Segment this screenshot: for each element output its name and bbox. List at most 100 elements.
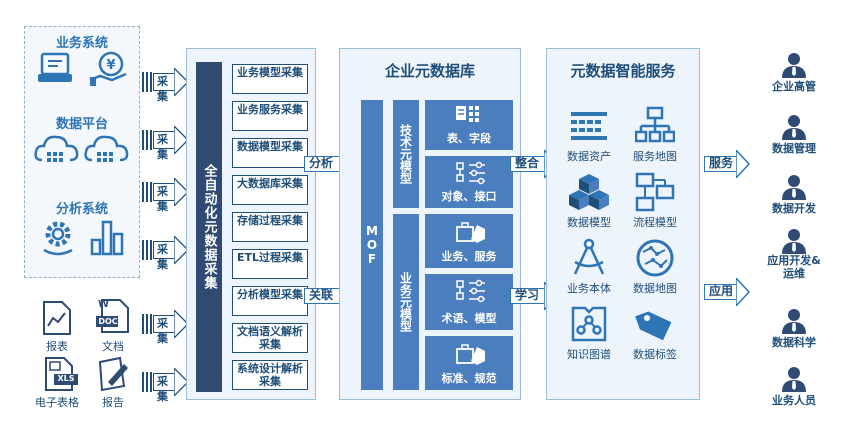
service-data-tag: 数据标签 (620, 304, 690, 362)
tile-table-field: 表、字段 (425, 100, 513, 150)
step-system-design-parsing: 系统设计解析采集 (232, 360, 308, 390)
data-asset-icon (571, 112, 607, 140)
group-title-data-platform: 数据平台 (55, 117, 108, 132)
knowledge-graph-icon (571, 306, 607, 342)
person-icon (782, 309, 806, 334)
person-icon (782, 175, 806, 200)
user-app-dev-ops: 应用开发&运维 (754, 228, 834, 280)
service-label: 业务本体 (567, 282, 611, 295)
service-label: 数据模型 (567, 216, 611, 229)
step-stored-procedure: 存储过程采集 (232, 212, 308, 242)
collect-arrow-1: 采集 (142, 68, 188, 103)
service-label: 数据标签 (633, 348, 677, 361)
person-icon (782, 115, 806, 140)
mof-bar: MOF (361, 100, 383, 390)
user-data-development: 数据开发 (754, 174, 834, 216)
tile-caption: 表、字段 (447, 132, 491, 145)
user-business-staff: 业务人员 (754, 366, 834, 408)
step-data-model: 数据模型采集 (232, 138, 308, 168)
step-etl-process: ETL过程采集 (232, 249, 308, 279)
service-service-map: 服务地图 (620, 106, 690, 164)
collect-label: 采集 (157, 75, 168, 103)
step-big-database: 大数据库采集 (232, 175, 308, 205)
xls-badge: XLS (57, 374, 75, 383)
tile-caption: 术语、模型 (441, 312, 497, 325)
user-data-science: 数据科学 (754, 308, 834, 350)
bar-chart-icon (90, 220, 124, 256)
collect-label: 采集 (157, 317, 168, 345)
apply-label: 应用 (709, 284, 734, 298)
collect-label: 采集 (157, 185, 168, 213)
collect-arrow-2: 采集 (142, 126, 188, 161)
service-knowledge-graph: 知识图谱 (554, 304, 624, 362)
person-icon (782, 53, 806, 78)
service-label: 服务地图 (633, 150, 677, 163)
category-technical-metamodel: 技术元模型 (393, 100, 419, 208)
user-label: 数据管理 (772, 142, 816, 155)
service-data-asset: 数据资产 (554, 106, 624, 164)
service-label: 数据地图 (633, 282, 677, 295)
collect-arrow-6: 采集 (142, 368, 188, 403)
term-model-icon (456, 279, 485, 303)
person-icon (782, 367, 806, 392)
service-data-map: 数据地图 (620, 238, 690, 296)
automation-title: 全自动化元数据采集 (196, 62, 222, 392)
business-ontology-icon (573, 238, 605, 275)
step-document-parsing: 文档语义解析采集 (232, 323, 308, 353)
svg-text:¥: ¥ (106, 58, 115, 73)
cloud-database-icon (34, 135, 79, 162)
learn-label: 学习 (515, 288, 540, 302)
file-label-briefing: 报告 (102, 396, 124, 409)
service-data-model: 数据模型 (554, 172, 624, 230)
data-map-icon (636, 239, 674, 277)
services-title: 元数据智能服务 (570, 62, 676, 80)
cloud-cluster-icon (84, 135, 129, 162)
report-edit-icon (98, 356, 128, 392)
tile-caption: 标准、规范 (441, 372, 497, 385)
service-label: 流程模型 (633, 216, 677, 229)
collect-arrow-3: 采集 (142, 178, 188, 213)
service-connector-label: 服务 (709, 156, 734, 170)
process-model-icon (635, 172, 675, 212)
step-analysis-model: 分析模型采集 (232, 286, 308, 316)
link-label: 关联 (309, 288, 334, 302)
report-file-icon (43, 301, 71, 335)
analyze-label: 分析 (309, 156, 334, 170)
user-data-management: 数据管理 (754, 114, 834, 156)
doc-file-icon: W (96, 299, 129, 333)
category-business-metamodel: 业务元模型 (393, 214, 419, 390)
briefcase-cube-icon (456, 222, 485, 243)
user-label: 应用开发&运维 (767, 254, 821, 280)
user-executive: 企业高管 (754, 52, 834, 94)
group-title-analysis-systems: 分析系统 (55, 202, 108, 217)
object-interface-icon (456, 161, 485, 185)
collect-arrow-5: 采集 (142, 310, 188, 345)
data-model-icon (569, 174, 609, 210)
tile-business-service: 业务、服务 (425, 214, 513, 268)
group-title-business-systems: 业务系统 (55, 36, 108, 51)
user-label: 数据开发 (772, 202, 816, 215)
data-tag-icon (635, 311, 672, 341)
table-grid-icon (456, 106, 479, 122)
services-panel (546, 48, 700, 400)
tile-standard-spec: 标准、规范 (425, 336, 513, 390)
collect-arrow-4: 采集 (142, 236, 188, 271)
tile-object-interface: 对象、接口 (425, 156, 513, 208)
service-map-icon (635, 106, 675, 143)
svg-text:W: W (98, 299, 109, 310)
user-label: 数据科学 (772, 336, 816, 349)
step-business-model: 业务模型采集 (232, 64, 308, 94)
briefcase-cube-icon (456, 344, 485, 365)
user-label: 企业高管 (772, 80, 816, 93)
tile-caption: 业务、服务 (441, 250, 497, 263)
service-process-model: 流程模型 (620, 172, 690, 230)
collect-label: 采集 (157, 243, 168, 271)
business-form-icon (38, 52, 72, 82)
service-business-ontology: 业务本体 (554, 238, 624, 296)
tile-term-model: 术语、模型 (425, 274, 513, 330)
collect-label: 采集 (157, 375, 168, 403)
service-label: 知识图谱 (567, 348, 611, 361)
tile-caption: 对象、接口 (441, 190, 497, 203)
step-business-service: 业务服务采集 (232, 101, 308, 131)
finance-yuan-icon: ¥ (89, 51, 127, 86)
